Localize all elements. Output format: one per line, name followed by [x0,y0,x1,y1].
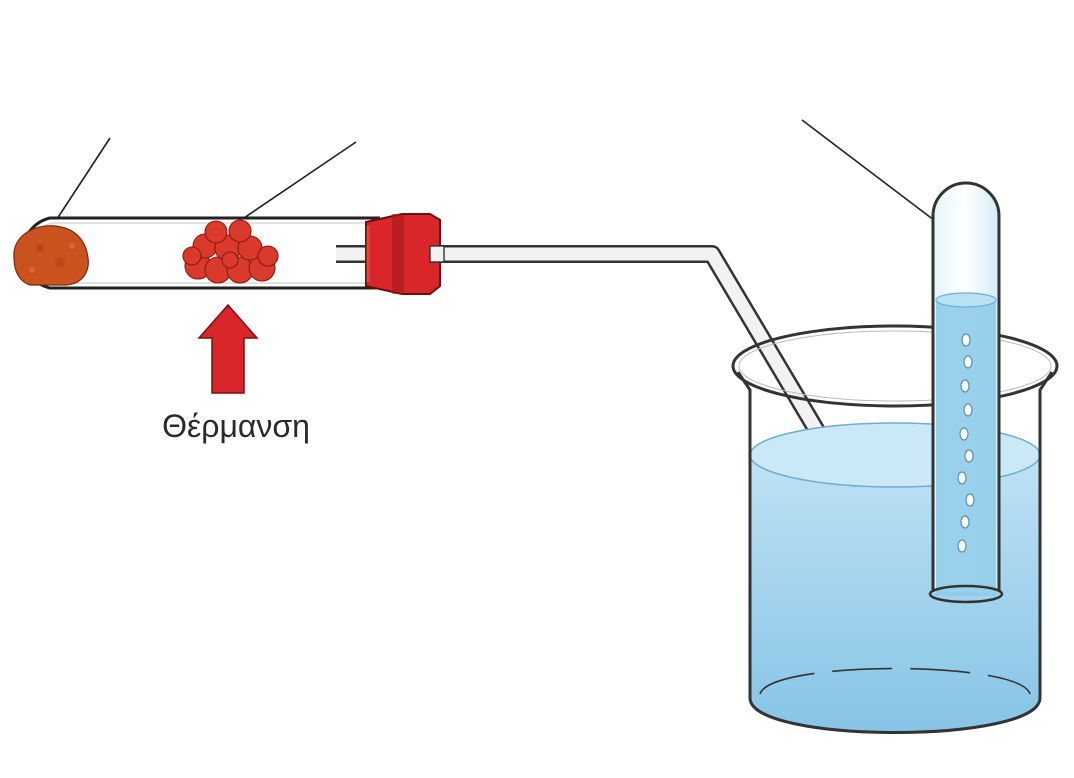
pointer-line-gas [801,119,956,237]
heated-substance [182,219,279,284]
inverted-gas-tube [928,181,1004,604]
gas-bubbles [957,333,975,553]
heating-arrow-icon [197,303,259,394]
residue-lump [13,225,89,286]
pointer-line-substance [237,141,357,223]
rubber-stopper [365,213,445,295]
heating-label: Θέρμανση [162,408,310,444]
pointer-line-residue [54,137,111,223]
